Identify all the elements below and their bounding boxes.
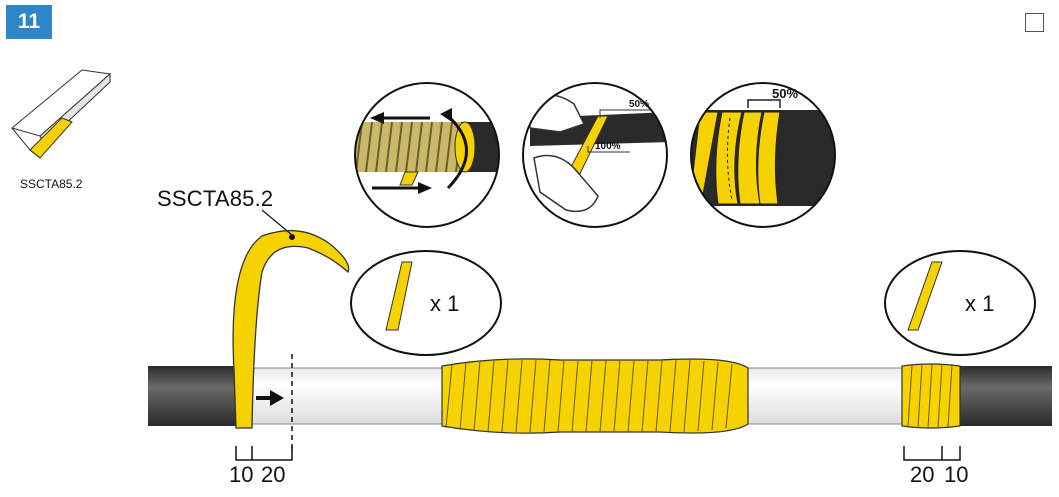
- tape-roll-icon: [10, 69, 112, 159]
- overlap-top-percent: 50%: [629, 99, 650, 110]
- dimension-right-b: 10: [944, 462, 969, 487]
- overlap-third-percent: 50%: [772, 86, 799, 101]
- tape-part-label: SSCTA85.2: [157, 186, 274, 211]
- dimension-left-a: 10: [229, 462, 254, 487]
- tape-part-code-small: SSCTA85.2: [20, 177, 83, 191]
- quantity-callout-right: [884, 250, 1036, 356]
- overlap-under-percent: 100%: [595, 141, 621, 152]
- overlap-detail: [690, 82, 836, 228]
- step-checkbox[interactable]: [1025, 13, 1044, 32]
- quantity-left: x 1: [430, 291, 460, 316]
- quantity-callout-left: [350, 250, 502, 356]
- wrap-direction-detail: [354, 82, 500, 228]
- step-number-badge: 11: [6, 5, 52, 39]
- dimension-right-a: 20: [910, 462, 935, 487]
- dimension-left-b: 20: [261, 462, 286, 487]
- quantity-right: x 1: [965, 291, 995, 316]
- cable-assembly: [148, 209, 1052, 461]
